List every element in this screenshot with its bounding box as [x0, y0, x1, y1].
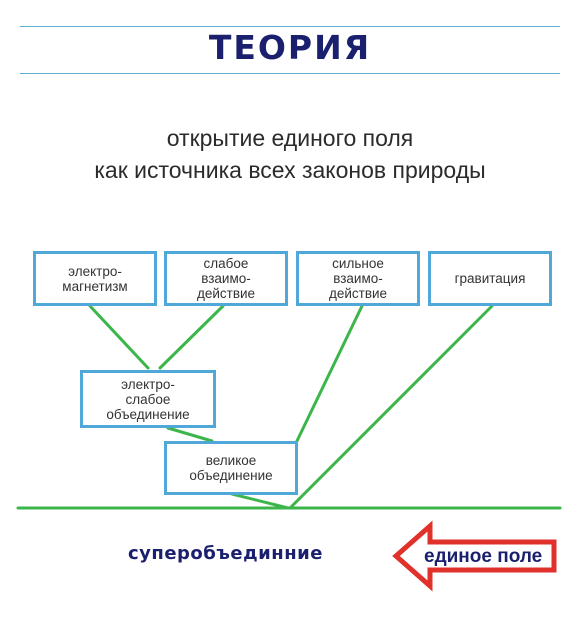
box-electroweak-unification: электро- слабое объединение — [80, 370, 216, 428]
connector-grand — [230, 492, 290, 510]
box-strong-interaction: сильное взаимо- действие — [296, 251, 420, 306]
subtitle-line-1: открытие единого поля — [166, 125, 414, 151]
connector-electromagnetism — [88, 304, 150, 370]
title-rule — [20, 73, 560, 74]
box-electromagnetism: электро- магнетизм — [33, 251, 157, 306]
box-gravity: гравитация — [428, 251, 552, 306]
box-grand-unification: великое объединение — [164, 441, 298, 495]
unified-field-arrow-icon — [392, 520, 557, 592]
superunification-label: суперобъединние — [128, 543, 323, 564]
box-weak-interaction: слабое взаимо- действие — [164, 251, 288, 306]
connector-strong — [294, 304, 364, 445]
top-rule — [20, 26, 560, 27]
subtitle-line-2: как источника всех законов природы — [94, 157, 486, 183]
connector-weak — [158, 304, 225, 370]
connector-gravity — [288, 304, 494, 510]
page-title: ТЕОРИЯ — [208, 28, 372, 67]
unified-field-label: единое поле — [424, 546, 543, 567]
connector-electroweak — [166, 426, 214, 443]
